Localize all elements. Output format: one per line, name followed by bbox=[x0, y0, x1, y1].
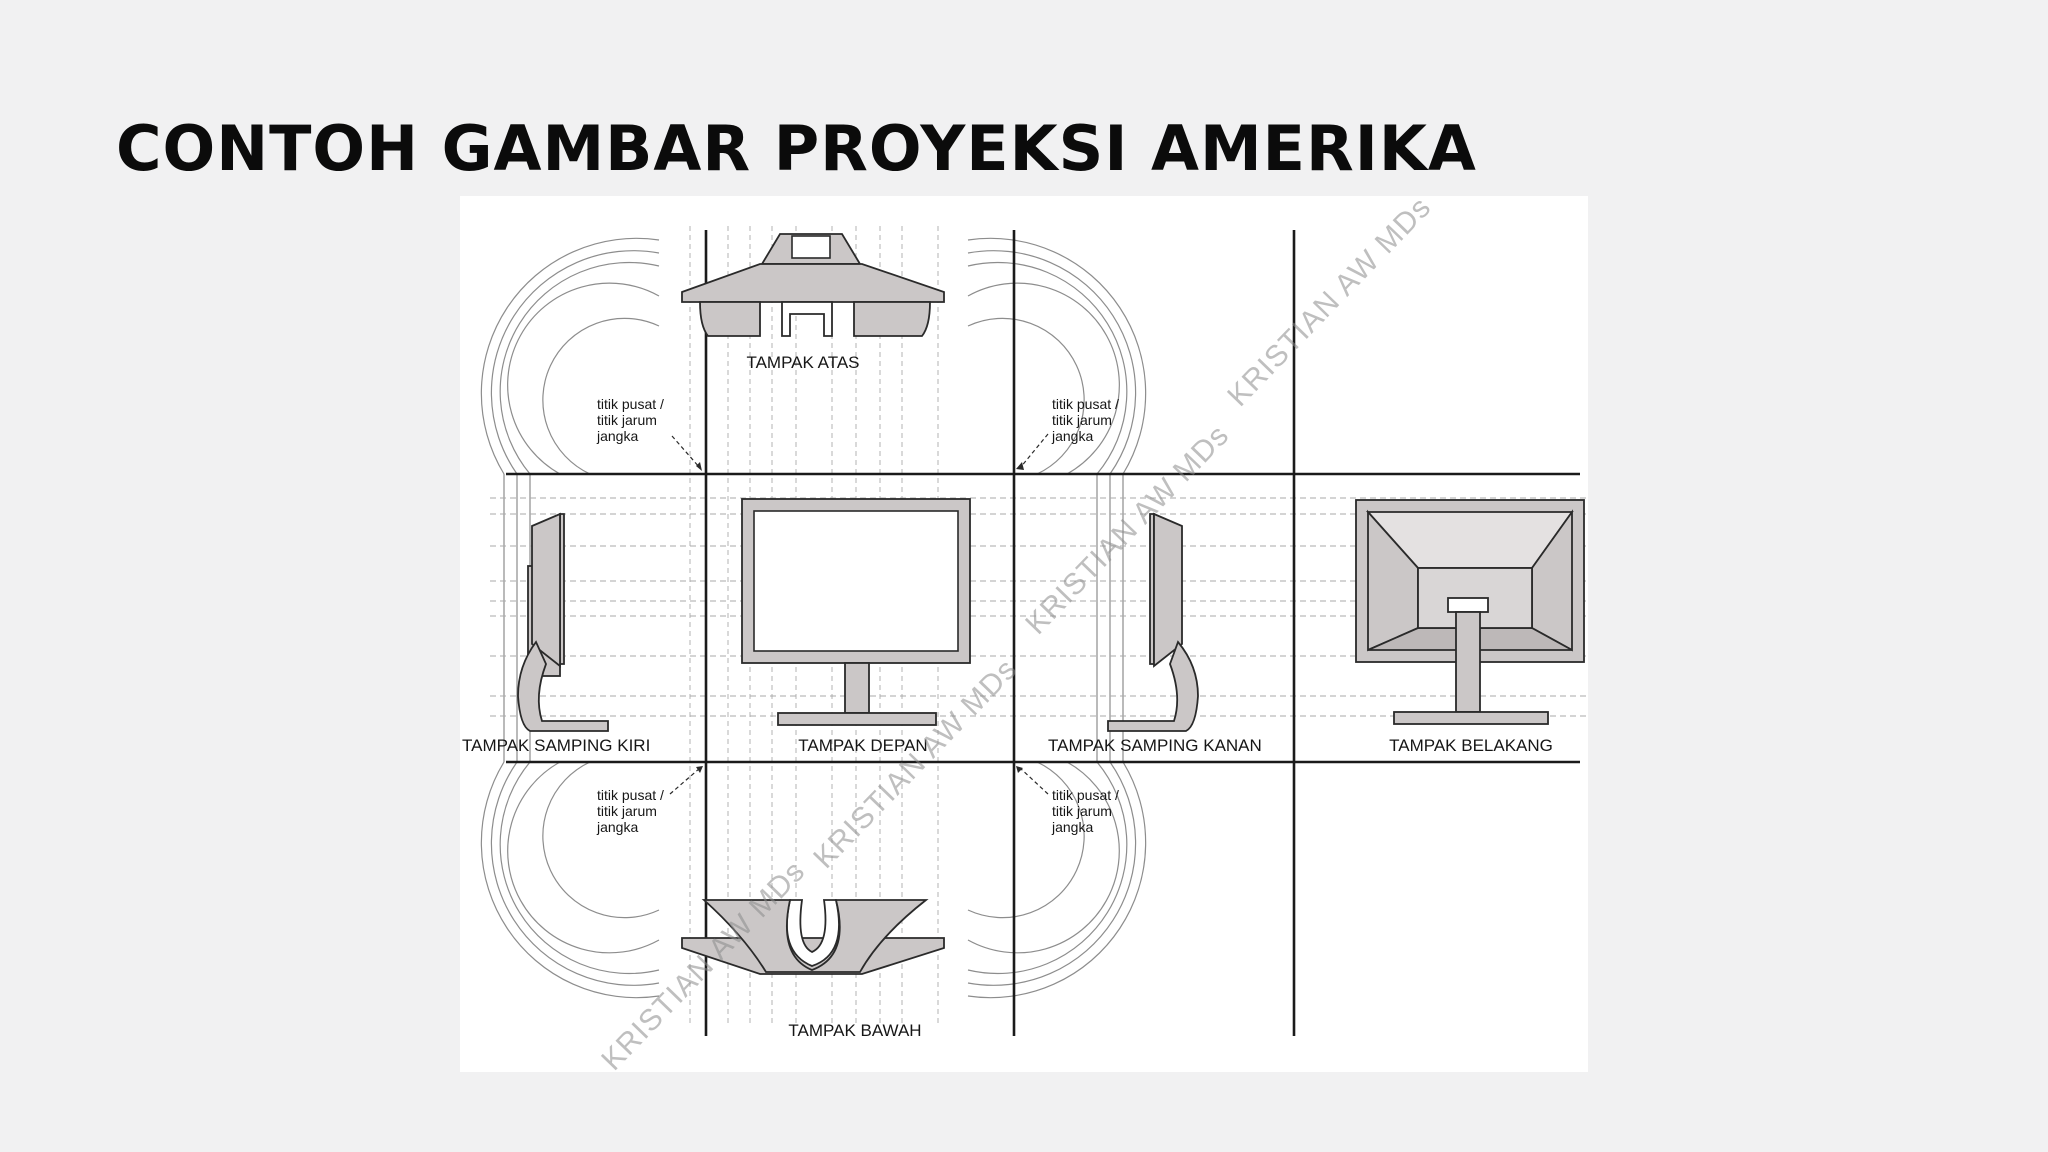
label-tampak-depan: TAMPAK DEPAN bbox=[798, 736, 927, 755]
svg-text:jangka: jangka bbox=[596, 819, 638, 835]
note-bottom-left: titik pusat / titik jarum jangka bbox=[596, 766, 703, 835]
projection-diagram: titik pusat / titik jarum jangka titik p… bbox=[462, 196, 1588, 1072]
label-tampak-samping-kiri: TAMPAK SAMPING KIRI bbox=[462, 736, 650, 755]
svg-text:titik jarum: titik jarum bbox=[597, 803, 657, 819]
svg-text:titik pusat /: titik pusat / bbox=[1052, 396, 1119, 412]
svg-text:jangka: jangka bbox=[596, 428, 638, 444]
projection-figure: titik pusat / titik jarum jangka titik p… bbox=[460, 196, 1588, 1072]
svg-text:titik jarum: titik jarum bbox=[1052, 412, 1112, 428]
back-view-drawing bbox=[1355, 499, 1585, 725]
label-tampak-samping-kanan: TAMPAK SAMPING KANAN bbox=[1048, 736, 1262, 755]
watermark-2: KRISTIAN AW MDs bbox=[1019, 419, 1235, 641]
svg-text:titik jarum: titik jarum bbox=[1052, 803, 1112, 819]
note-bottom-right: titik pusat / titik jarum jangka bbox=[1016, 766, 1119, 835]
slide-title: CONTOH GAMBAR PROYEKSI AMERIKA bbox=[116, 112, 1477, 185]
svg-text:titik pusat /: titik pusat / bbox=[1052, 787, 1119, 803]
top-view-drawing bbox=[681, 233, 945, 337]
note-top-right: titik pusat / titik jarum jangka bbox=[1016, 396, 1119, 470]
note-top-left: titik pusat / titik jarum jangka bbox=[596, 396, 702, 471]
bottom-view-drawing bbox=[681, 899, 945, 975]
left-view-drawing bbox=[517, 512, 609, 732]
label-tampak-belakang: TAMPAK BELAKANG bbox=[1389, 736, 1553, 755]
label-tampak-atas: TAMPAK ATAS bbox=[746, 353, 859, 372]
label-tampak-bawah: TAMPAK BAWAH bbox=[788, 1021, 921, 1040]
right-view-drawing bbox=[1107, 512, 1199, 732]
svg-text:titik pusat /: titik pusat / bbox=[597, 396, 664, 412]
svg-text:titik jarum: titik jarum bbox=[597, 412, 657, 428]
front-view-drawing bbox=[741, 498, 971, 726]
svg-text:jangka: jangka bbox=[1051, 428, 1093, 444]
svg-text:titik pusat /: titik pusat / bbox=[597, 787, 664, 803]
watermark-1: KRISTIAN AW MDs bbox=[1221, 196, 1437, 413]
svg-text:jangka: jangka bbox=[1051, 819, 1093, 835]
watermark-3: KRISTIAN AW MDs bbox=[807, 653, 1023, 875]
